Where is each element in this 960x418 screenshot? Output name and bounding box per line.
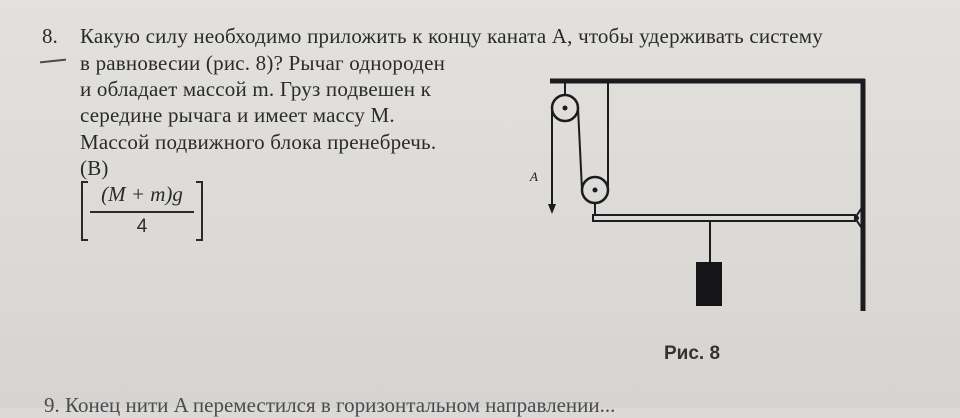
answer-formula: (M + m)g 4 xyxy=(80,180,204,242)
problem-number: 8. xyxy=(42,24,58,48)
problem-line-4: середине рычага и имеет массу M. xyxy=(80,103,395,127)
answer-numerator: (M + m)g xyxy=(101,182,183,206)
problem-line-3: и обладает массой m. Груз подвешен к xyxy=(80,77,432,101)
force-arrow-head xyxy=(548,204,556,214)
answer-denominator: 4 xyxy=(136,216,148,237)
fraction-bar xyxy=(90,211,194,213)
problem-line-5: Массой подвижного блока пренебречь. xyxy=(80,130,437,154)
margin-dash-mark xyxy=(39,58,67,64)
next-problem-text: 9. Конец нити A переместился в горизонта… xyxy=(44,393,616,417)
rope-fixed-to-movable xyxy=(577,107,583,191)
lever xyxy=(592,214,856,222)
wall-hinge xyxy=(853,202,864,234)
figure-caption: Рис. 8 xyxy=(664,343,721,364)
fixed-pulley-axle xyxy=(562,105,568,111)
point-a-label: A xyxy=(529,169,538,184)
figure-8-diagram: A xyxy=(520,66,880,326)
problem-line-2: в равновесии (рис. 8)? Рычаг однороден xyxy=(80,51,446,75)
lever-pulley-diagram: A xyxy=(529,78,866,311)
problem-difficulty: (В) xyxy=(80,156,109,180)
problem-line-1: Какую силу необходимо приложить к концу … xyxy=(80,24,823,48)
movable-pulley-axle xyxy=(592,187,598,193)
hanging-load xyxy=(696,262,722,306)
answer-brackets xyxy=(81,181,203,241)
